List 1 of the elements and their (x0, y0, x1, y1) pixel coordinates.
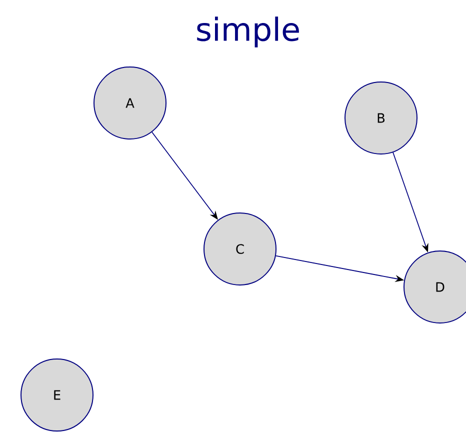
title: simple (197, 16, 299, 48)
